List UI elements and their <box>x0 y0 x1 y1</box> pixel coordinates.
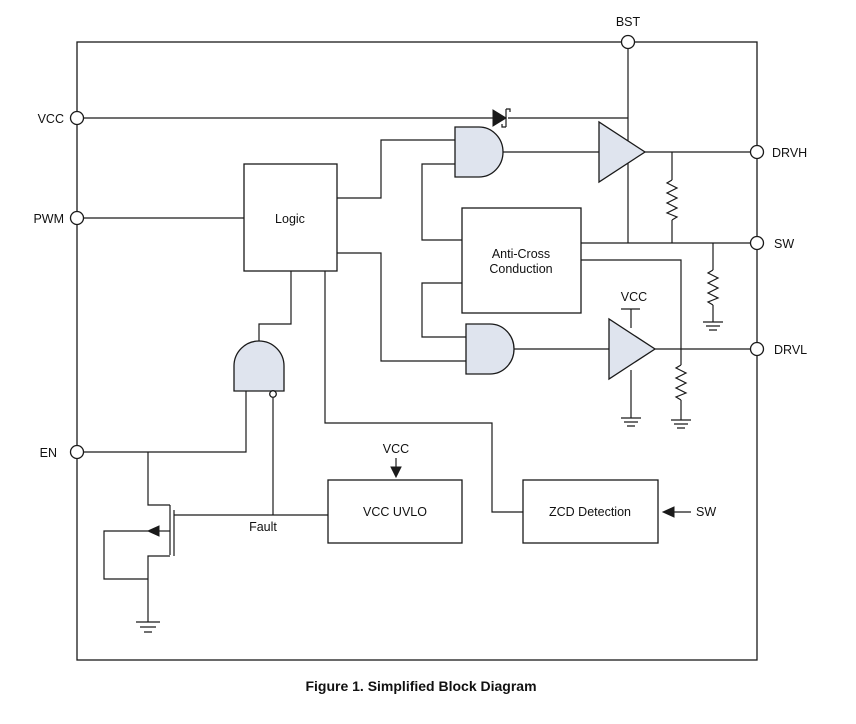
drvl-pin <box>749 341 765 357</box>
drvl-resistor <box>674 364 688 401</box>
high-side-driver <box>598 120 647 184</box>
sw-pin-label: SW <box>774 237 794 251</box>
enable-gate-inverter-bubble <box>269 390 277 398</box>
sw-pin <box>749 235 765 251</box>
anti-cross-label-line2: Conduction <box>489 262 552 276</box>
vcc-uvlo-block <box>327 479 463 544</box>
ic-boundary <box>76 41 758 661</box>
zcd-sw-input-label: SW <box>696 505 716 519</box>
drvh-resistor <box>665 179 679 221</box>
low-side-and-gate <box>465 323 515 375</box>
figure-caption: Figure 1. Simplified Block Diagram <box>305 678 536 694</box>
anti-cross-conduction-block <box>461 207 582 314</box>
low-driver-vcc-label: VCC <box>621 290 647 304</box>
ground-icon <box>703 321 723 331</box>
ground-icon <box>136 621 160 633</box>
drvh-pin <box>749 144 765 160</box>
ground-icon <box>671 419 691 429</box>
pwm-pin <box>69 210 85 226</box>
drvl-pin-label: DRVL <box>774 343 807 357</box>
uvlo-vcc-label: VCC <box>383 442 409 456</box>
enable-and-gate <box>233 340 285 392</box>
en-pin <box>69 444 85 460</box>
logic-block <box>243 163 338 272</box>
vcc-pin <box>69 110 85 126</box>
mosfet-body-arrow-icon <box>146 525 160 537</box>
zcd-detection-label: ZCD Detection <box>549 505 631 519</box>
wires <box>84 49 750 622</box>
vcc-pin-label: VCC <box>38 112 64 126</box>
fault-label: Fault <box>249 520 277 534</box>
sw-resistor <box>706 269 720 306</box>
logic-label: Logic <box>275 212 305 226</box>
ground-icon <box>621 417 641 427</box>
en-pin-label: EN <box>40 446 57 460</box>
vcc-uvlo-arrow-icon <box>390 466 402 479</box>
zcd-detection-block <box>522 479 659 544</box>
bootstrap-diode <box>492 108 511 128</box>
bst-pin <box>620 34 636 50</box>
vcc-uvlo-label: VCC UVLO <box>363 505 427 519</box>
pwm-pin-label: PWM <box>33 212 64 226</box>
sw-input-arrow-icon <box>661 506 675 518</box>
drvh-pin-label: DRVH <box>772 146 807 160</box>
bst-pin-label: BST <box>616 15 641 29</box>
anti-cross-label-line1: Anti-Cross <box>492 247 550 261</box>
low-side-driver <box>608 317 657 381</box>
high-side-and-gate <box>454 126 504 178</box>
